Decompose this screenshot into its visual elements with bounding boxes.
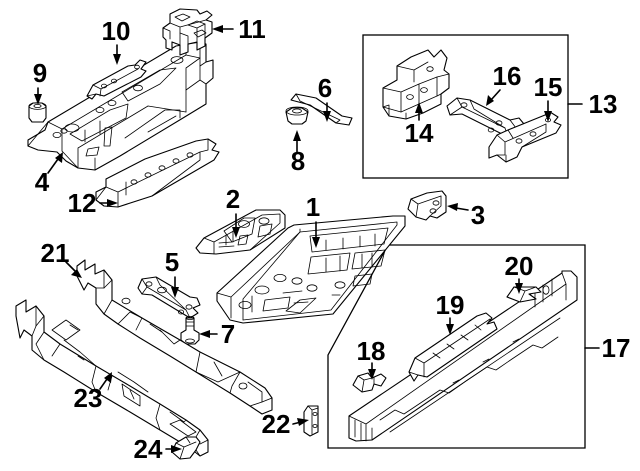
callout-18[interactable]: 18 [357, 336, 386, 366]
callout-19[interactable]: 19 [436, 290, 465, 320]
part-11-stamped-mount-bracket [162, 8, 213, 56]
callout-16[interactable]: 16 [493, 61, 522, 91]
part-3-angled-bracket [407, 190, 447, 221]
callout-17[interactable]: 17 [602, 333, 631, 363]
part-14-frame-rail-front [382, 49, 450, 120]
callout-5[interactable]: 5 [165, 247, 179, 277]
part-21-dash-panel-upper [76, 259, 273, 415]
callout-7[interactable]: 7 [221, 319, 235, 349]
part-23-dash-panel-lower [15, 299, 209, 457]
callout-22[interactable]: 22 [262, 409, 291, 439]
part-6-narrow-strip-brace [290, 93, 353, 126]
callout-2[interactable]: 2 [226, 184, 240, 214]
part-2-floor-reinforcement-panel [195, 209, 286, 255]
part-1-floor-pan-main [216, 215, 406, 324]
callout-20[interactable]: 20 [505, 251, 534, 281]
part-8-grommet-plug [285, 106, 309, 125]
part-4-front-floor-crossmember [27, 41, 214, 171]
callout-23[interactable]: 23 [74, 383, 103, 413]
callout-10[interactable]: 10 [102, 16, 131, 46]
callout-12[interactable]: 12 [68, 188, 97, 218]
callout-1[interactable]: 1 [306, 192, 320, 222]
callout-3[interactable]: 3 [471, 200, 485, 230]
part-15-frame-rail-extension [488, 111, 562, 163]
callout-numbers: 1 2 3 4 5 6 7 8 9 10 11 12 13 14 15 16 1… [33, 14, 631, 464]
callout-4[interactable]: 4 [35, 167, 50, 197]
leader-lines [34, 25, 552, 453]
lower-detail-box [327, 244, 600, 449]
part-24-cap-plug [171, 436, 201, 460]
part-16-frame-rail-reinforcement [446, 97, 525, 138]
part-18-small-clip-bracket [352, 372, 387, 393]
part-9-grommet [28, 102, 47, 123]
part-12-lower-crossmember [95, 138, 220, 208]
part-10-small-bracket [86, 59, 147, 100]
callout-9[interactable]: 9 [33, 58, 47, 88]
callout-6[interactable]: 6 [318, 73, 332, 103]
callout-8[interactable]: 8 [291, 146, 305, 176]
callout-11[interactable]: 11 [238, 14, 266, 44]
callout-13[interactable]: 13 [589, 89, 618, 119]
part-19-rocker-reinforcement [408, 312, 498, 382]
callout-14[interactable]: 14 [405, 118, 434, 148]
part-22-small-plate [303, 405, 319, 437]
part-7-bolt [180, 315, 200, 345]
callout-24[interactable]: 24 [134, 434, 163, 464]
callout-15[interactable]: 15 [534, 72, 563, 102]
upper-detail-box [362, 34, 583, 179]
part-5-flat-reinforcement-bracket [137, 276, 201, 319]
callout-21[interactable]: 21 [41, 238, 70, 268]
